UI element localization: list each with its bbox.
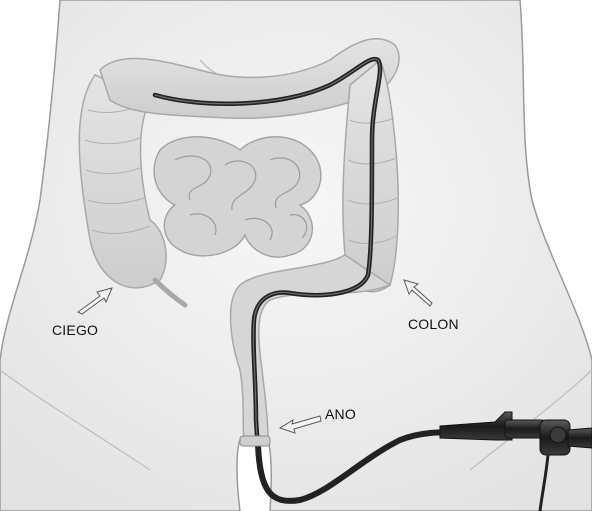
label-colon: COLON [408, 316, 459, 332]
label-ciego: CIEGO [52, 322, 98, 338]
anus-ring [240, 436, 270, 446]
label-ano: ANO [325, 406, 356, 422]
